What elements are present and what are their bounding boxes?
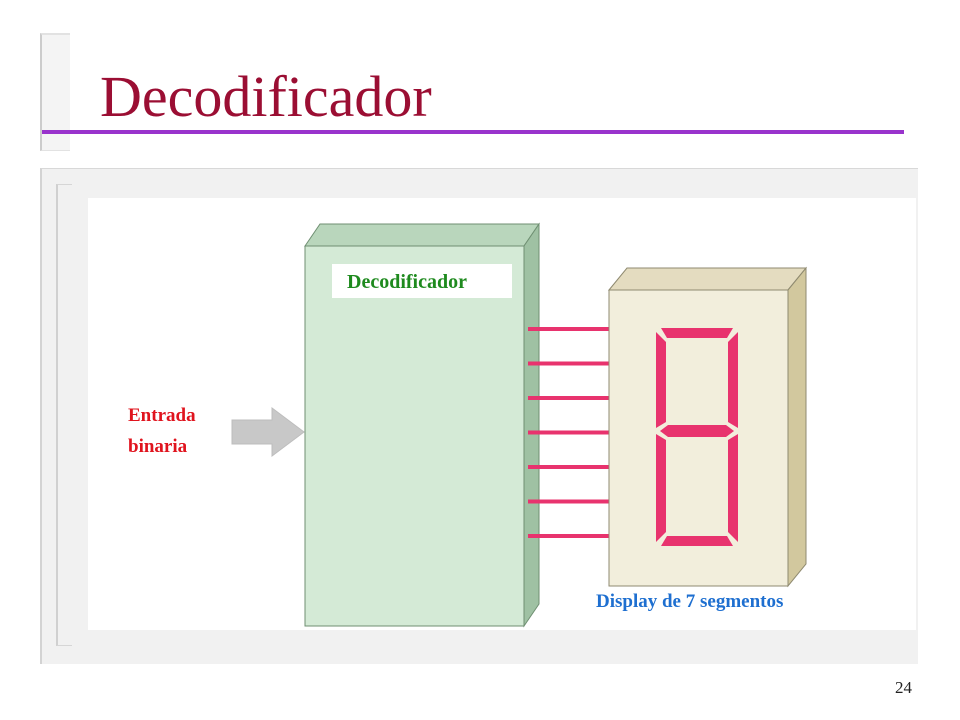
segment-b [728, 332, 738, 428]
display-side-face [787, 266, 807, 588]
seven-segment-display [607, 266, 808, 588]
output-lines [528, 327, 609, 538]
input-label-line1: Entrada [128, 405, 196, 426]
input-label-line2: binaria [128, 436, 188, 457]
display-top-face [607, 267, 808, 291]
segment-e [656, 434, 666, 542]
display-label: Display de 7 segmentos [596, 591, 783, 612]
page-number: 24 [895, 678, 912, 697]
slide-title: Decodificador [100, 64, 432, 129]
segment-d [661, 536, 733, 546]
figure-frame-bracket [56, 184, 72, 646]
title-underline [42, 130, 904, 134]
input-arrow [231, 407, 305, 457]
decoder-side-face [523, 222, 540, 628]
decoder-top-face [304, 223, 540, 247]
segment-a [661, 328, 733, 338]
segment-g [660, 425, 734, 437]
decoder-label-box [332, 264, 512, 298]
segment-c [728, 434, 738, 542]
display-digit-segments [656, 328, 738, 546]
decoder-front-face [304, 245, 525, 627]
segment-f [656, 332, 666, 428]
decoder-label: Decodificador [347, 271, 467, 293]
decoder-block: Decodificador [304, 222, 540, 628]
